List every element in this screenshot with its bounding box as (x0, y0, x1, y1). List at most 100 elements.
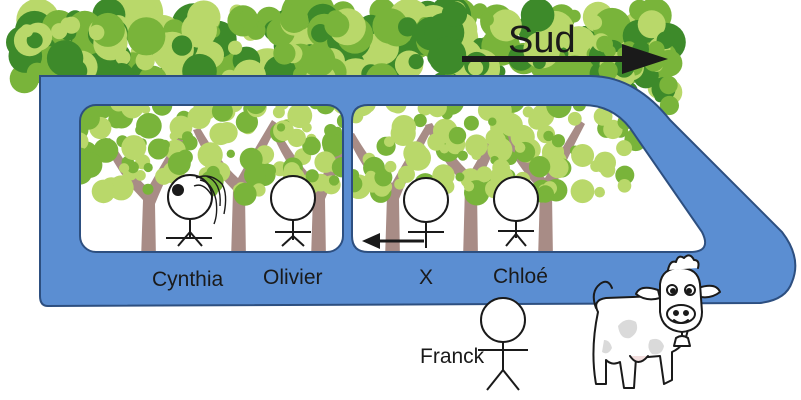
leaf-cluster (567, 9, 581, 23)
leaf-cluster (528, 111, 546, 130)
leaf-cluster (324, 124, 338, 137)
label-cynthia: Cynthia (152, 268, 224, 291)
leaf-cluster (543, 130, 554, 142)
leaf-cluster (91, 179, 116, 204)
direction-label: Sud (508, 19, 576, 61)
leaf-cluster (403, 141, 428, 166)
figure-cynthia (166, 174, 227, 247)
leaf-cluster (441, 1, 468, 27)
leaf-cluster (397, 165, 415, 183)
leaf-cluster (233, 182, 257, 206)
leaf-cluster (480, 12, 494, 27)
figure-olivier (270, 175, 316, 247)
leaf-cluster (394, 178, 405, 190)
leaf-cluster (283, 162, 301, 179)
leaf-cluster (272, 106, 285, 119)
leaf-cluster (465, 134, 488, 157)
leaf-cluster (119, 163, 130, 174)
leaf-cluster (593, 107, 613, 126)
leaf-cluster (489, 9, 522, 42)
leaf-cluster (476, 166, 493, 183)
leaf-cluster (51, 23, 68, 40)
leaf-cluster (276, 123, 286, 132)
leaf-cluster (352, 175, 363, 193)
leaf-cluster (358, 105, 376, 114)
leaf-cluster (571, 144, 595, 167)
leaf-cluster (301, 122, 312, 133)
leaf-cluster (594, 186, 605, 198)
label-x: X (419, 266, 433, 289)
leaf-cluster (200, 145, 212, 156)
leaf-cluster (316, 105, 336, 115)
leaf-cluster (603, 45, 616, 58)
leaf-cluster (408, 54, 424, 70)
leaf-cluster (135, 51, 155, 71)
leaf-cluster (428, 36, 467, 75)
leaf-cluster (235, 111, 258, 134)
leaf-cluster (113, 183, 123, 193)
leaf-cluster (336, 113, 343, 129)
leaf-cluster (245, 105, 267, 115)
leaf-cluster (80, 132, 89, 151)
leaf-cluster (209, 122, 232, 146)
leaf-cluster (528, 156, 551, 178)
leaf-cluster (468, 60, 484, 76)
leaf-cluster (20, 24, 34, 38)
leaf-cluster (127, 17, 166, 56)
label-olivier: Olivier (263, 266, 323, 289)
leaf-cluster (211, 105, 233, 122)
leaf-cluster (617, 179, 632, 193)
leaf-cluster (80, 147, 90, 167)
leaf-cluster (536, 185, 554, 203)
leaf-cluster (520, 0, 555, 32)
leaf-cluster (384, 136, 395, 147)
leaf-cluster (167, 152, 191, 175)
figure-franck (478, 297, 528, 391)
leaf-cluster (127, 161, 139, 174)
leaf-cluster (62, 16, 81, 34)
leaf-cluster (600, 162, 616, 178)
leaf-cluster (365, 170, 377, 182)
leaf-cluster (135, 170, 146, 181)
leaf-cluster (615, 165, 635, 185)
leaf-cluster (637, 10, 666, 39)
leaf-cluster (26, 32, 43, 49)
leaf-cluster (263, 164, 276, 177)
leaf-cluster (551, 134, 566, 148)
train-window-left (79, 104, 344, 253)
leaf-cluster (93, 138, 119, 163)
leaf-cluster (570, 179, 595, 204)
leaf-cluster (301, 43, 336, 78)
figure-chloe (493, 176, 539, 247)
leaf-cluster (46, 40, 84, 77)
leaf-cluster (187, 105, 211, 130)
left-arrow (362, 233, 424, 249)
leaf-cluster (417, 105, 433, 116)
leaf-cluster (486, 105, 512, 124)
leaf-cluster (572, 105, 586, 112)
leaf-cluster (488, 117, 497, 126)
leaf-cluster (142, 183, 154, 195)
leaf-cluster (302, 136, 321, 156)
leaf-cluster (413, 113, 427, 128)
leaf-cluster (110, 105, 127, 112)
leaf-cluster (171, 35, 193, 56)
leaf-cluster (587, 15, 603, 30)
label-chloe: Chloé (493, 265, 548, 288)
cow-icon (592, 254, 721, 389)
leaf-cluster (398, 17, 418, 37)
leaf-cluster (455, 172, 465, 182)
leaf-cluster (514, 142, 526, 153)
label-franck: Franck (420, 345, 485, 368)
leaf-cluster (384, 160, 397, 173)
leaf-cluster (322, 134, 343, 157)
leaf-cluster (238, 9, 258, 29)
leaf-cluster (603, 119, 623, 140)
leaf-cluster (89, 24, 105, 41)
figure-x (403, 177, 449, 248)
leaf-cluster (143, 162, 153, 173)
leaf-cluster (239, 147, 263, 171)
leaf-cluster (121, 135, 147, 161)
leaf-cluster (598, 61, 618, 81)
leaf-cluster (659, 75, 678, 95)
